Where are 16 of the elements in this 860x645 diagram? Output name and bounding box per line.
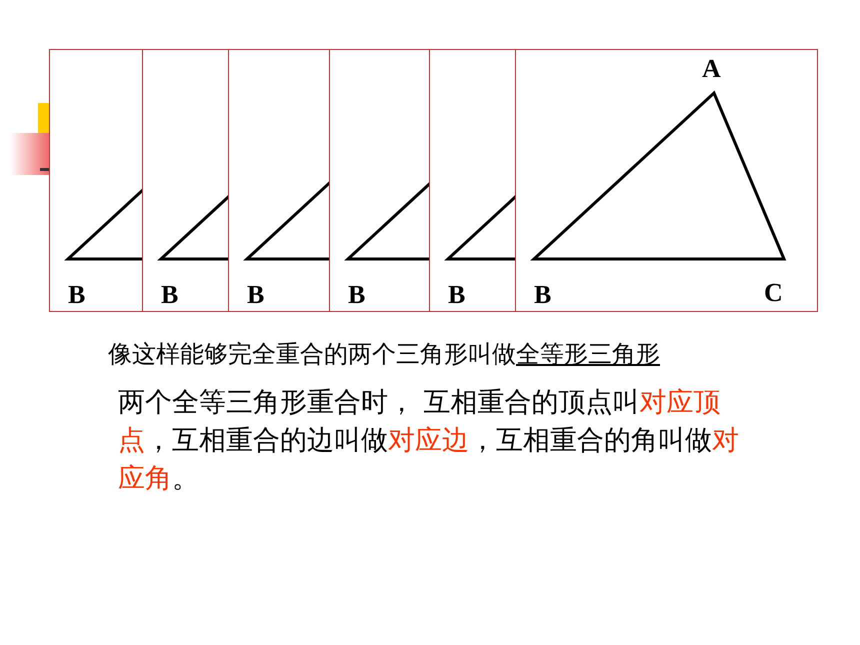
drawing-panel [142, 49, 229, 312]
drawing-panel [329, 49, 430, 312]
vertex-label: A [702, 56, 721, 82]
vertex-label: B [348, 282, 366, 308]
vertex-label: B [448, 282, 466, 308]
vertex-label: B [247, 282, 264, 308]
explanation-text: 两个全等三角形重合时， 互相重合的顶点叫对应顶点，互相重合的边叫做对应边，互相重合的角叫做对应角。 [118, 386, 740, 496]
vertex-label: B [68, 282, 86, 308]
drawing-panel [228, 49, 330, 312]
drawing-panel [429, 49, 516, 312]
drawing-panel [515, 49, 818, 312]
vertex-label: B [534, 282, 552, 308]
drawing-panel [49, 49, 143, 312]
vertex-label: C [764, 280, 783, 306]
vertex-label: B [161, 282, 178, 308]
definition-text: 像这样能够完全重合的两个三角形叫做全等形三角形 [108, 339, 660, 370]
